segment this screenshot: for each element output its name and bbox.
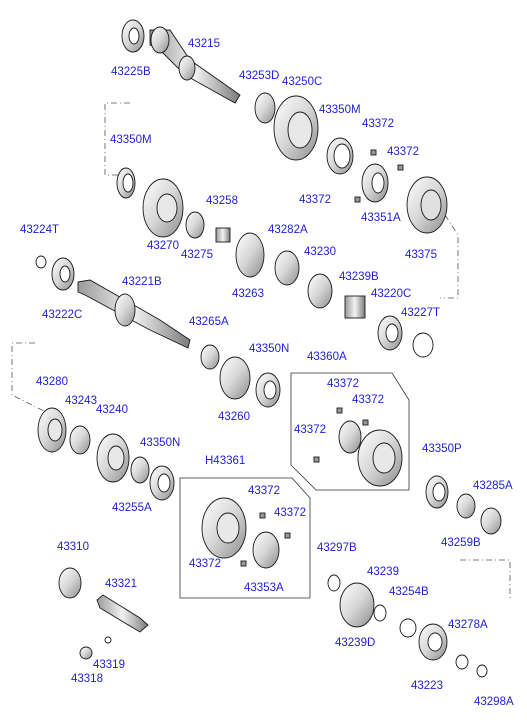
label-43222C[interactable]: 43222C: [42, 309, 83, 321]
label-43230[interactable]: 43230: [304, 246, 336, 258]
label-43351A[interactable]: 43351A: [361, 212, 401, 224]
label-43243[interactable]: 43243: [65, 395, 97, 407]
gear-43280-group: [37, 407, 175, 501]
label-43265A[interactable]: 43265A: [189, 316, 229, 328]
reference-lines: [11, 102, 511, 600]
label-43258[interactable]: 43258: [206, 195, 238, 207]
shift-lever-group: [58, 567, 149, 660]
label-43278A[interactable]: 43278A: [448, 619, 488, 631]
label-43372[interactable]: 43372: [248, 485, 280, 497]
label-43239[interactable]: 43239: [367, 566, 399, 578]
label-43239B[interactable]: 43239B: [339, 271, 379, 283]
label-43285A[interactable]: 43285A: [473, 480, 513, 492]
label-43282A[interactable]: 43282A: [268, 224, 308, 236]
label-43321[interactable]: 43321: [105, 578, 137, 590]
synchro-43351A-group: [354, 149, 448, 234]
label-43372[interactable]: 43372: [362, 118, 394, 130]
label-43350M[interactable]: 43350M: [319, 104, 361, 116]
group-boxes: [179, 372, 410, 599]
label-43372[interactable]: 43372: [299, 194, 331, 206]
label-43372[interactable]: 43372: [189, 558, 221, 570]
label-43215[interactable]: 43215: [188, 38, 220, 50]
label-43297B[interactable]: 43297B: [317, 542, 357, 554]
label-43250C[interactable]: 43250C: [282, 76, 323, 88]
label-43372[interactable]: 43372: [352, 394, 384, 406]
label-43318[interactable]: 43318: [71, 673, 103, 685]
label-43239D[interactable]: 43239D: [335, 637, 376, 649]
label-43372[interactable]: 43372: [274, 507, 306, 519]
label-43254B[interactable]: 43254B: [389, 586, 429, 598]
label-43353A[interactable]: 43353A: [244, 582, 284, 594]
label-43372[interactable]: 43372: [294, 424, 326, 436]
label-43255A[interactable]: 43255A: [112, 502, 152, 514]
countershaft-group: [35, 232, 434, 408]
ring-43350P-group: [425, 475, 502, 535]
label-43223[interactable]: 43223: [411, 680, 443, 692]
label-43259B[interactable]: 43259B: [441, 537, 481, 549]
label-43350N[interactable]: 43350N: [140, 437, 181, 449]
label-43240[interactable]: 43240: [96, 404, 128, 416]
label-H43361[interactable]: H43361: [205, 455, 246, 467]
label-43263[interactable]: 43263: [232, 288, 264, 300]
gear-43270-group: [116, 167, 231, 243]
label-43372[interactable]: 43372: [327, 378, 359, 390]
label-43253D[interactable]: 43253D: [239, 70, 280, 82]
label-43350M[interactable]: 43350M: [110, 134, 152, 146]
label-43310[interactable]: 43310: [57, 541, 89, 553]
label-43270[interactable]: 43270: [147, 240, 179, 252]
label-43298A[interactable]: 43298A: [474, 696, 514, 708]
label-43360A[interactable]: 43360A: [307, 351, 347, 363]
label-43224T[interactable]: 43224T: [20, 224, 60, 236]
output-group: [327, 574, 488, 678]
label-43260[interactable]: 43260: [218, 411, 250, 423]
label-43225B[interactable]: 43225B: [111, 66, 151, 78]
label-43227T[interactable]: 43227T: [401, 307, 441, 319]
label-43375[interactable]: 43375: [405, 249, 437, 261]
synchro-H43361-group: [201, 497, 291, 569]
label-43221B[interactable]: 43221B: [122, 276, 162, 288]
label-43350N[interactable]: 43350N: [249, 343, 290, 355]
label-43350P[interactable]: 43350P: [422, 443, 462, 455]
input-shaft-group: [121, 19, 354, 175]
label-43275[interactable]: 43275: [181, 249, 213, 261]
label-43372[interactable]: 43372: [387, 146, 419, 158]
label-43319[interactable]: 43319: [93, 659, 125, 671]
label-43220C[interactable]: 43220C: [371, 288, 412, 300]
label-43280[interactable]: 43280: [36, 376, 68, 388]
synchro-43360A-group: [313, 407, 403, 487]
